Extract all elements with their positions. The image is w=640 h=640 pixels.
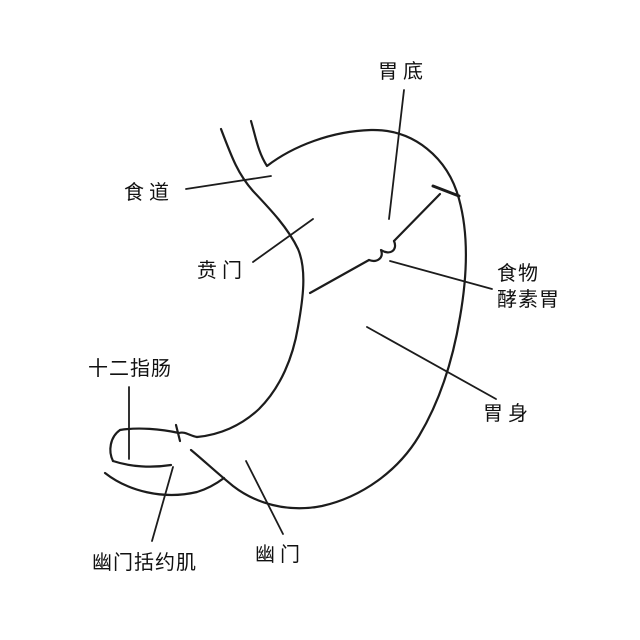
fundus-leader-line bbox=[388, 89, 405, 220]
duodenum-top-line bbox=[118, 427, 199, 439]
brace-end-tick bbox=[431, 184, 461, 198]
stomach-outline-inner bbox=[195, 127, 305, 439]
pyloric-sphincter-tick bbox=[174, 423, 182, 443]
brace-curl bbox=[367, 239, 397, 262]
label-pyloric-sphincter: 幽门括约肌 bbox=[92, 550, 197, 574]
label-duodenum: 十二指肠 bbox=[88, 356, 172, 380]
brace-line-upper bbox=[392, 192, 442, 243]
duodenum-bottom-line bbox=[111, 459, 173, 468]
brace-line-lower bbox=[308, 258, 371, 295]
label-esophagus: 食道 bbox=[124, 180, 174, 204]
label-food-enzyme-line1: 食物 bbox=[497, 261, 539, 285]
pyloric-sphincter-leader-line bbox=[151, 466, 174, 542]
duodenum-end-cap bbox=[109, 428, 122, 463]
cardia-leader-line bbox=[252, 218, 314, 263]
food-enzyme-leader-line bbox=[389, 260, 493, 290]
duodenum-lower-curve bbox=[103, 471, 226, 497]
label-food-enzyme: 食物 酵素胃 bbox=[497, 260, 560, 312]
body-leader-line bbox=[366, 326, 497, 400]
label-fundus: 胃底 bbox=[378, 59, 428, 83]
pylorus-leader-line bbox=[245, 460, 284, 535]
label-pylorus: 幽门 bbox=[255, 542, 305, 566]
stomach-outline-outer bbox=[189, 119, 467, 510]
label-cardia: 贲门 bbox=[197, 258, 247, 282]
esophagus-leader-line bbox=[185, 175, 272, 190]
label-food-enzyme-line2: 酵素胃 bbox=[497, 287, 560, 311]
label-body: 胃身 bbox=[483, 401, 533, 425]
